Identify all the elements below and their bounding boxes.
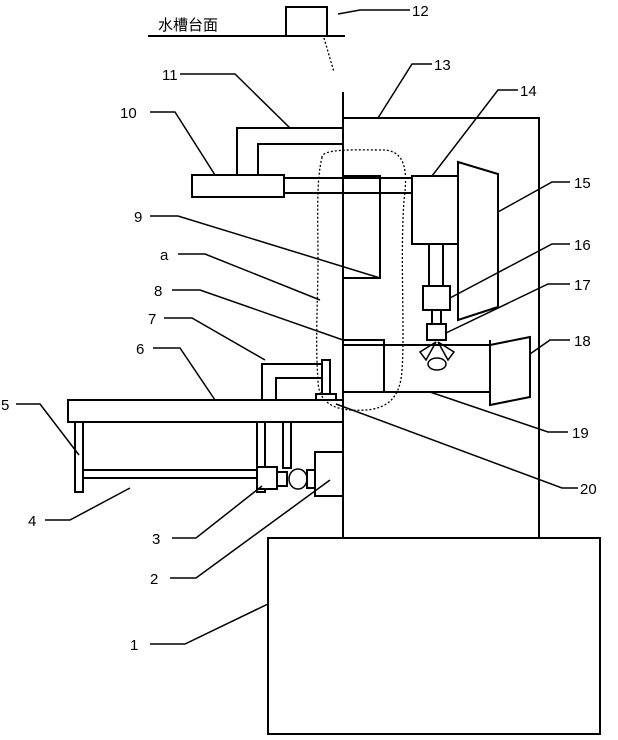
leader-9 <box>150 215 381 279</box>
blade-right <box>437 341 456 362</box>
valve-stem <box>321 359 331 395</box>
part-4-bar <box>82 469 258 479</box>
label-10: 10 <box>120 105 137 122</box>
label-16: 16 <box>574 237 591 254</box>
label-4: 4 <box>28 513 36 530</box>
leg-left <box>74 421 84 493</box>
leader-6 <box>153 347 216 401</box>
pipe-7-inner <box>275 377 322 400</box>
part-17-box <box>426 323 447 341</box>
region-a-outline <box>316 149 407 411</box>
part-16-box <box>422 285 451 311</box>
leader-16 <box>449 243 570 299</box>
part-14-box <box>411 175 459 245</box>
label-3: 3 <box>152 531 160 548</box>
leader-13 <box>377 63 432 119</box>
coupling-a <box>276 471 288 487</box>
leader-15 <box>497 181 570 213</box>
part-3-box <box>256 466 278 490</box>
leader-4 <box>45 487 131 521</box>
label-20: 20 <box>580 481 597 498</box>
leader-5 <box>16 403 80 456</box>
leg-right-b <box>282 421 292 469</box>
leg-right-a <box>256 421 266 493</box>
label-2: 2 <box>150 571 158 588</box>
leader-a <box>178 253 321 301</box>
leader-8 <box>172 289 344 341</box>
label-13: 13 <box>434 57 451 74</box>
label-15: 15 <box>574 175 591 192</box>
coupling-c <box>306 469 316 489</box>
leader-19 <box>429 391 568 433</box>
label-1: 1 <box>130 637 138 654</box>
part-15-panel <box>457 160 499 322</box>
leader-3 <box>172 485 263 539</box>
part-8-bracket <box>343 339 385 393</box>
sensor-beam <box>323 37 335 73</box>
leader-11 <box>180 73 291 129</box>
leader-10 <box>150 111 216 176</box>
leader-1 <box>150 603 269 645</box>
leader-18 <box>529 339 570 355</box>
part-10-box <box>191 174 285 198</box>
label-14: 14 <box>520 83 537 100</box>
base-unit <box>267 537 601 735</box>
leader-12 <box>337 9 410 15</box>
blade-left <box>418 341 437 362</box>
part-6-table <box>67 399 344 423</box>
leader-20 <box>335 403 578 489</box>
label-12: 12 <box>412 3 429 20</box>
blade-hub <box>427 357 447 371</box>
label-19: 19 <box>572 425 589 442</box>
label-5: 5 <box>1 397 9 414</box>
part-18-nozzle <box>489 335 531 407</box>
label-6: 6 <box>136 341 144 358</box>
label-8: 8 <box>154 283 162 300</box>
label-9: 9 <box>134 209 142 226</box>
label-a: a <box>160 247 169 264</box>
label-18: 18 <box>574 333 591 350</box>
pipe-11-inner <box>257 143 343 175</box>
label-17: 17 <box>574 277 591 294</box>
leader-7 <box>164 317 266 361</box>
countertop-title: 水槽台面 <box>158 16 218 34</box>
part-2-motor <box>314 451 344 497</box>
leader-17 <box>445 283 570 334</box>
coupling-b <box>288 468 308 490</box>
leader-2 <box>170 479 331 579</box>
leader-14 <box>431 89 518 177</box>
part-9-loop <box>343 175 381 279</box>
label-11: 11 <box>162 67 178 84</box>
pipe-11-outer <box>236 127 343 175</box>
label-7: 7 <box>148 311 156 328</box>
part-12-box <box>285 6 328 37</box>
